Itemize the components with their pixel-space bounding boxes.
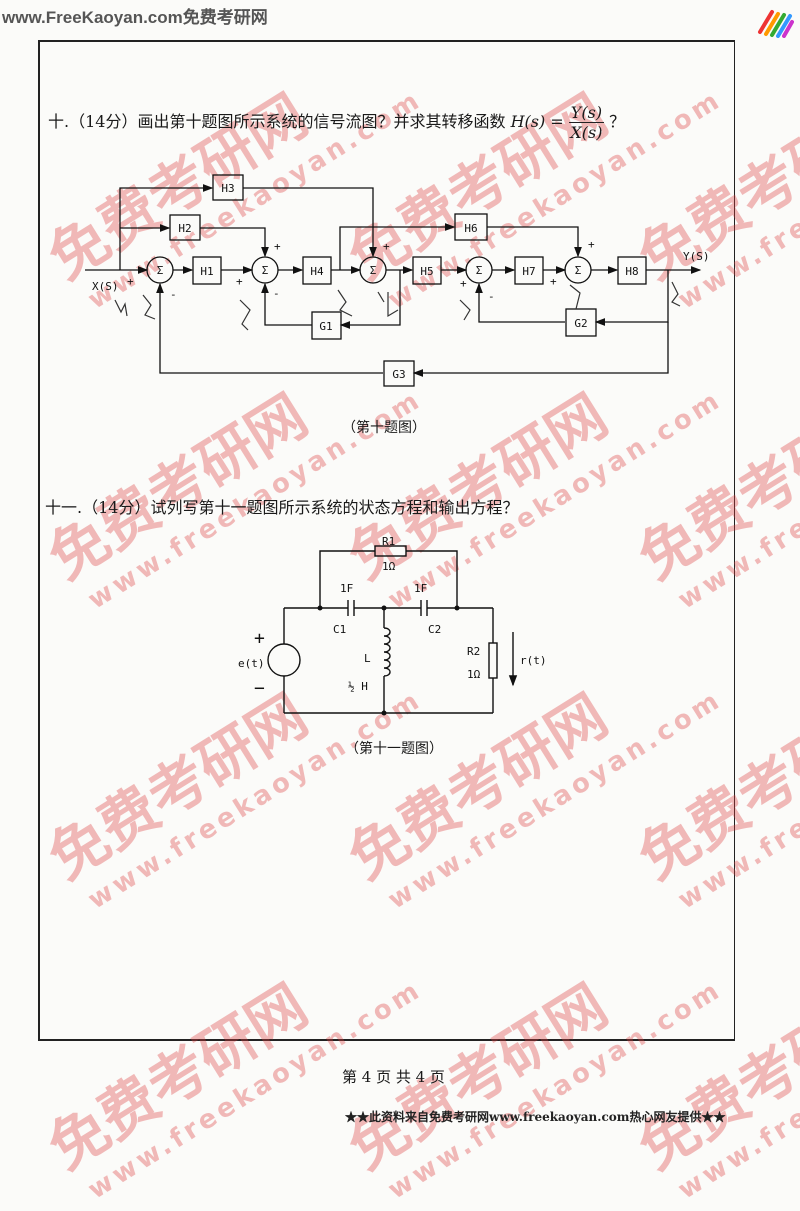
block-g3: G3 bbox=[392, 368, 405, 381]
block-h1: H1 bbox=[200, 265, 213, 278]
handwritten-annotations bbox=[114, 281, 681, 331]
site-header: www.FreeKaoyan.com免费考研网 bbox=[2, 8, 268, 27]
sum-node: Σ bbox=[157, 264, 164, 277]
sum-node: Σ bbox=[476, 264, 483, 277]
question-11: 十一.（14分）试列写第十一题图所示系统的状态方程和输出方程？ bbox=[45, 494, 518, 518]
source-minus: − bbox=[254, 678, 265, 699]
question-number: 十一.（14分） bbox=[45, 498, 151, 517]
block-h8: H8 bbox=[625, 265, 638, 278]
r2-value: 1Ω bbox=[467, 668, 481, 681]
sign-plus: + bbox=[460, 277, 467, 290]
numerator: Y(s) bbox=[568, 103, 605, 123]
question-mark: ？ bbox=[609, 112, 626, 131]
figure-11-caption: （第十一题图） bbox=[345, 741, 443, 757]
inductor-label: L bbox=[364, 652, 371, 665]
inductor-value: ½ H bbox=[348, 680, 368, 693]
source-label: e(t) bbox=[238, 657, 265, 670]
block-h7: H7 bbox=[522, 265, 535, 278]
source-plus: + bbox=[254, 628, 265, 649]
input-label: X(S) bbox=[92, 280, 119, 293]
block-h2: H2 bbox=[178, 222, 191, 235]
r1-value: 1Ω bbox=[382, 560, 396, 573]
c2-value: 1F bbox=[414, 582, 427, 595]
block-g2: G2 bbox=[574, 317, 587, 330]
source-credit: ★★此资料来自免费考研网www.freekaoyan.com热心网友提供★★ bbox=[345, 1110, 726, 1124]
sign-minus: - bbox=[488, 290, 495, 303]
question-text: 试列写第十一题图所示系统的状态方程和输出方程？ bbox=[150, 498, 519, 517]
block-diagram: Σ Σ Σ Σ Σ H1 H4 H5 H7 H8 H3 H2 H6 G1 G2 … bbox=[85, 174, 710, 716]
sign-plus: + bbox=[274, 240, 281, 253]
sum-node: Σ bbox=[370, 264, 377, 277]
c1-value: 1F bbox=[340, 582, 353, 595]
output-label: r(t) bbox=[520, 654, 547, 667]
transfer-fraction: Y(s)X(s) bbox=[568, 103, 605, 142]
transfer-function-label: H(s) = bbox=[510, 112, 564, 131]
r1-label: R1 bbox=[382, 535, 395, 548]
question-10: 十.（14分）画出第十题图所示系统的信号流图？并求其转移函数 H(s) = Y(… bbox=[48, 103, 625, 142]
block-h6: H6 bbox=[464, 222, 477, 235]
sign-minus: - bbox=[273, 287, 280, 300]
block-g1: G1 bbox=[319, 320, 332, 333]
sign-plus: + bbox=[236, 275, 243, 288]
sign-plus: + bbox=[383, 240, 390, 253]
r2-label: R2 bbox=[467, 645, 480, 658]
block-h5: H5 bbox=[420, 265, 433, 278]
sum-node: Σ bbox=[575, 264, 582, 277]
question-number: 十.（14分） bbox=[48, 112, 138, 131]
question-text: 画出第十题图所示系统的信号流图？并求其转移函数 bbox=[137, 112, 506, 131]
sum-node: Σ bbox=[262, 264, 269, 277]
sign-plus: + bbox=[550, 275, 557, 288]
page-border bbox=[38, 40, 735, 1041]
block-h3: H3 bbox=[221, 182, 234, 195]
sign-minus: - bbox=[170, 288, 177, 301]
brand-logo-icon bbox=[758, 10, 794, 38]
c2-label: C2 bbox=[428, 623, 441, 636]
page-number: 第 4 页 共 4 页 bbox=[342, 1068, 445, 1086]
block-h4: H4 bbox=[310, 265, 324, 278]
sign-plus: + bbox=[588, 238, 595, 251]
figure-10-caption: （第十题图） bbox=[342, 420, 426, 436]
sign-plus: + bbox=[127, 275, 134, 288]
c1-label: C1 bbox=[333, 623, 346, 636]
output-label: Y(S) bbox=[683, 250, 710, 263]
denominator: X(s) bbox=[570, 123, 603, 142]
